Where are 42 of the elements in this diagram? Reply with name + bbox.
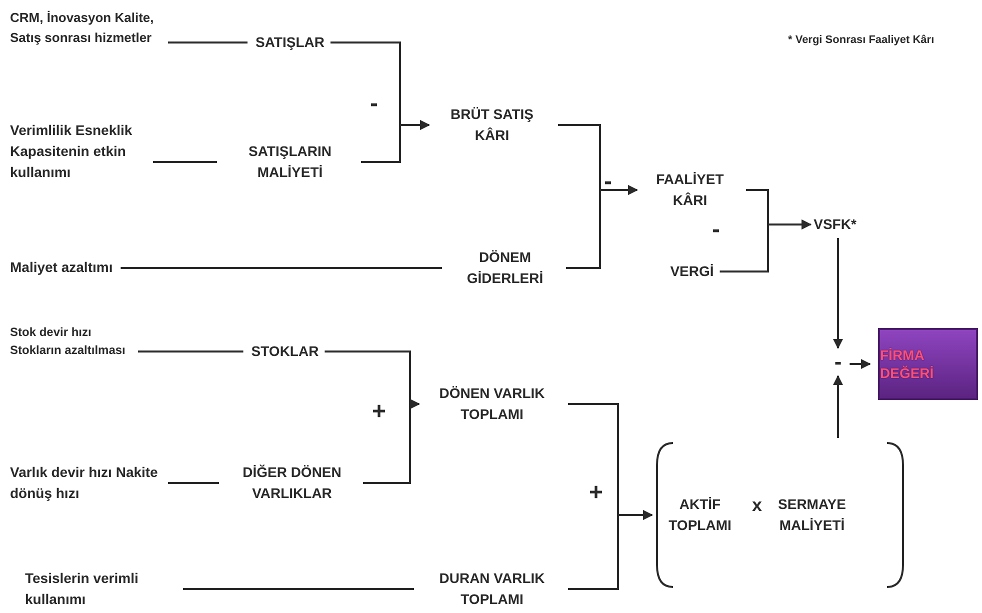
arrow: [566, 185, 638, 269]
result-box: [878, 328, 978, 400]
node-text: FAALİYET KÂRI: [655, 170, 725, 210]
arrow: [363, 399, 420, 484]
arrow: [833, 375, 843, 438]
arrow: [568, 510, 653, 590]
node-text: BRÜT SATIŞ KÂRI: [450, 105, 534, 145]
node-text: Stok devir hızı Stokların azaltılması: [10, 324, 126, 359]
arrow: [850, 359, 871, 369]
node-text: STOKLAR: [251, 342, 319, 361]
connector-line: [120, 267, 442, 269]
node-text: Tesislerin verimli kullanımı: [25, 569, 140, 609]
node-text: DÖNEM GİDERLERİ: [466, 248, 544, 288]
node-text: SATIŞLAR: [256, 33, 324, 52]
node-text: CRM, İnovasyon Kalite, Satış sonrası hizmetler: [10, 9, 155, 47]
operator-sign: +: [589, 481, 604, 505]
connector-line: [168, 482, 219, 484]
node-text: Maliyet azaltımı: [10, 258, 113, 277]
connector-line: [183, 588, 414, 590]
node-text: Varlık devir hızı Nakite dönüş hızı: [10, 463, 159, 503]
arrow: [361, 120, 430, 163]
operator-sign: -: [604, 170, 612, 194]
arrow: [833, 238, 843, 349]
connector-line: [153, 161, 217, 163]
node-text: Verimlilik Esneklik Kapasitenin etkin kullanımı: [10, 121, 134, 182]
arrow: [720, 220, 812, 272]
operator-sign: +: [372, 400, 386, 424]
node-text: VERGİ: [670, 262, 714, 281]
minus-sign: -: [834, 348, 842, 376]
connector-line: [168, 42, 248, 44]
node-text: FİRMA DEĞERİ: [880, 346, 935, 382]
node-text: DÖNEN VARLIK TOPLAMI: [438, 384, 546, 424]
node-text: DİĞER DÖNEN VARLIKLAR: [242, 463, 342, 503]
node-text: VSFK*: [814, 215, 856, 234]
operator-sign: -: [370, 92, 378, 116]
operator-sign: x: [752, 496, 762, 514]
connector-line: [138, 350, 244, 352]
node-text: AKTİF TOPLAMI: [668, 495, 732, 535]
footnote: * Vergi Sonrası Faaliyet Kârı: [788, 35, 934, 46]
operator-sign: -: [712, 218, 720, 242]
node-text: SATIŞLARIN MALİYETİ: [248, 142, 332, 182]
node-text: DURAN VARLIK TOPLAMI: [438, 569, 546, 609]
